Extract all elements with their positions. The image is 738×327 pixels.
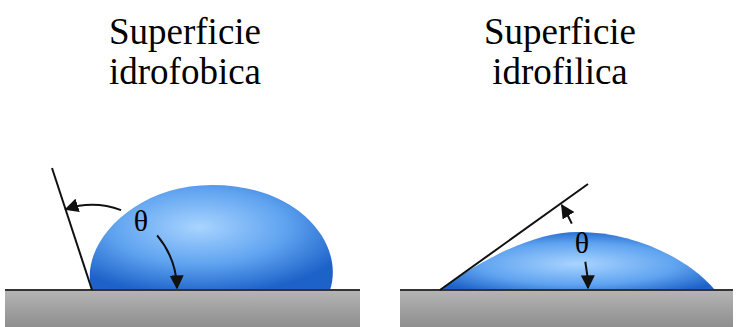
tangent-line <box>52 168 92 290</box>
water-drop <box>90 185 333 290</box>
angle-symbol: θ <box>575 228 589 258</box>
angle-symbol: θ <box>134 206 148 236</box>
surface-line <box>5 289 360 291</box>
ground-surface <box>400 290 733 327</box>
angle-arc <box>66 205 121 210</box>
panel-heading: Superficie idrofilica <box>440 12 680 92</box>
ground-surface <box>5 290 360 327</box>
surface-line <box>400 289 733 291</box>
angle-arc <box>157 235 177 288</box>
angle-arc <box>562 205 572 224</box>
panel-heading: Superficie idrofobica <box>65 12 305 92</box>
angle-arc <box>585 262 588 288</box>
tangent-line <box>440 184 588 290</box>
